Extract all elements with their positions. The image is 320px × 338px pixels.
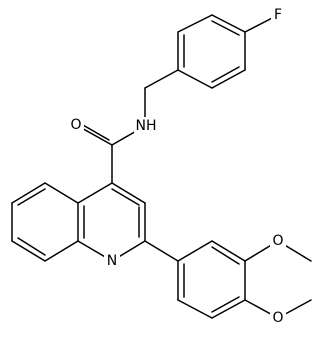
bond xyxy=(211,299,246,319)
bond xyxy=(177,14,213,33)
bond xyxy=(44,182,79,204)
fluorine-atom: F xyxy=(271,6,285,24)
bond xyxy=(44,240,79,262)
bond xyxy=(144,69,179,89)
bond xyxy=(211,296,240,313)
carbonyl-oxygen-label: O xyxy=(70,117,81,133)
bond xyxy=(17,188,46,206)
bond xyxy=(111,188,140,206)
bond xyxy=(211,14,246,33)
carbonyl-oxygen-atom: O xyxy=(68,116,84,134)
amide-nh-label: NH xyxy=(136,118,157,134)
bond-lines xyxy=(11,14,312,319)
bond xyxy=(77,182,113,204)
methoxy-oxygen-label-1: O xyxy=(272,233,283,249)
methoxy-oxygen-atom-1: O xyxy=(270,232,286,250)
bond xyxy=(177,240,213,262)
bond xyxy=(211,69,246,89)
amide-nitrogen-atom: NH xyxy=(134,117,157,135)
bond xyxy=(177,299,213,319)
bond xyxy=(211,66,240,83)
methoxy-oxygen-atom-2: O xyxy=(270,309,286,327)
quinoline-nitrogen-label: N xyxy=(107,253,117,269)
atom-labels: F NH O N O O xyxy=(68,6,286,327)
bond xyxy=(17,237,46,256)
bond xyxy=(11,182,46,204)
bond xyxy=(177,69,213,89)
bond xyxy=(111,182,146,204)
quinoline-nitrogen-atom: N xyxy=(104,252,120,270)
bond xyxy=(211,246,240,265)
bond xyxy=(211,240,246,262)
bond xyxy=(211,20,240,36)
bond xyxy=(11,240,46,262)
bond xyxy=(144,240,179,262)
fluorine-label: F xyxy=(274,7,282,23)
methoxy-oxygen-label-2: O xyxy=(272,310,283,326)
